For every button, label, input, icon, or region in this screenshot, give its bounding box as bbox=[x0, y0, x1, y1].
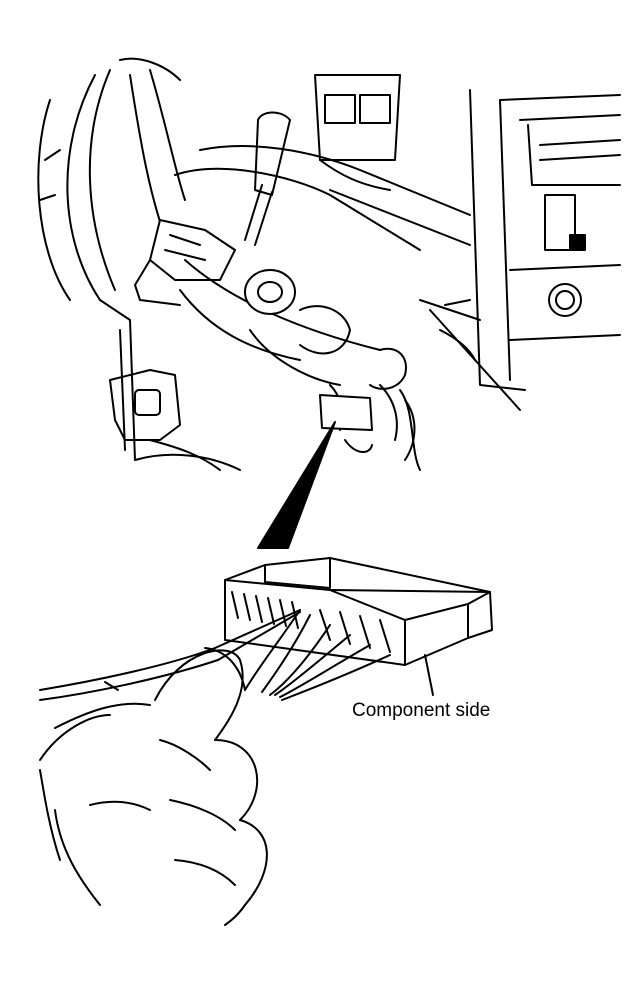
floor-lines bbox=[419, 299, 521, 411]
steering-wheel bbox=[37, 57, 186, 301]
wiring-harness-upper bbox=[319, 384, 421, 471]
lower-dash-panel bbox=[99, 299, 241, 471]
center-console bbox=[469, 89, 621, 391]
upper-dash bbox=[199, 74, 471, 246]
combination-switch-lever bbox=[134, 111, 291, 306]
component-side-label: Component side bbox=[352, 700, 491, 721]
test-probe-and-hand bbox=[39, 609, 301, 926]
steering-column bbox=[174, 167, 421, 390]
enlarged-connector bbox=[224, 557, 493, 701]
callout-pointer bbox=[257, 421, 336, 549]
